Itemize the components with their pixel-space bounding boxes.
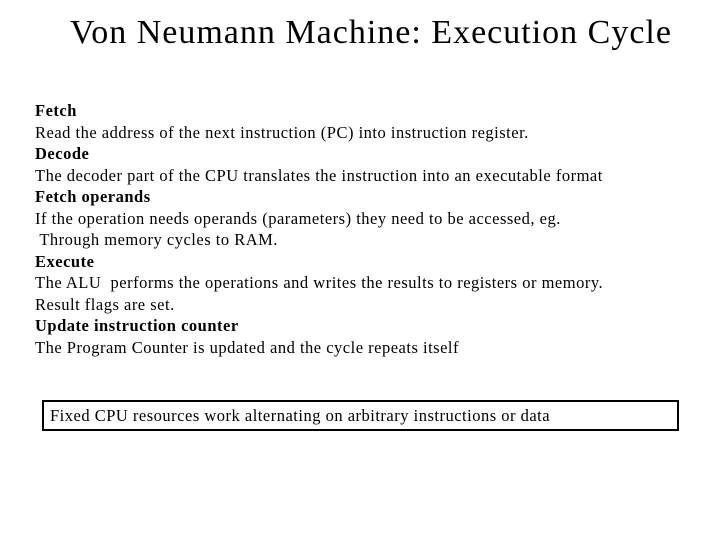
slide-title: Von Neumann Machine: Execution Cycle — [70, 14, 672, 51]
body-line-heading-update-counter: Update instruction counter — [35, 316, 239, 335]
body-line-heading-decode: Decode — [35, 144, 90, 163]
body-line-update-counter-desc: The Program Counter is updated and the c… — [35, 337, 459, 357]
callout-box: Fixed CPU resources work alternating on … — [42, 400, 679, 431]
body-line-heading-fetch-operands: Fetch operands — [35, 187, 151, 206]
body-line-execute-description-2: Result flags are set. — [35, 294, 175, 314]
body-line-fetch-operands-desc-1: If the operation needs operands (paramet… — [35, 208, 561, 228]
slide-body: Fetch Read the address of the next instr… — [35, 100, 695, 358]
body-line-heading-fetch: Fetch — [35, 101, 77, 120]
body-line-decode-description: The decoder part of the CPU translates t… — [35, 165, 603, 185]
body-line-heading-execute: Execute — [35, 251, 95, 271]
body-line-fetch-description: Read the address of the next instruction… — [35, 122, 529, 142]
body-line-fetch-operands-desc-2: Through memory cycles to RAM. — [35, 230, 278, 249]
body-line-execute-description-1: The ALU performs the operations and writ… — [35, 273, 604, 292]
callout-text: Fixed CPU resources work alternating on … — [50, 405, 551, 425]
